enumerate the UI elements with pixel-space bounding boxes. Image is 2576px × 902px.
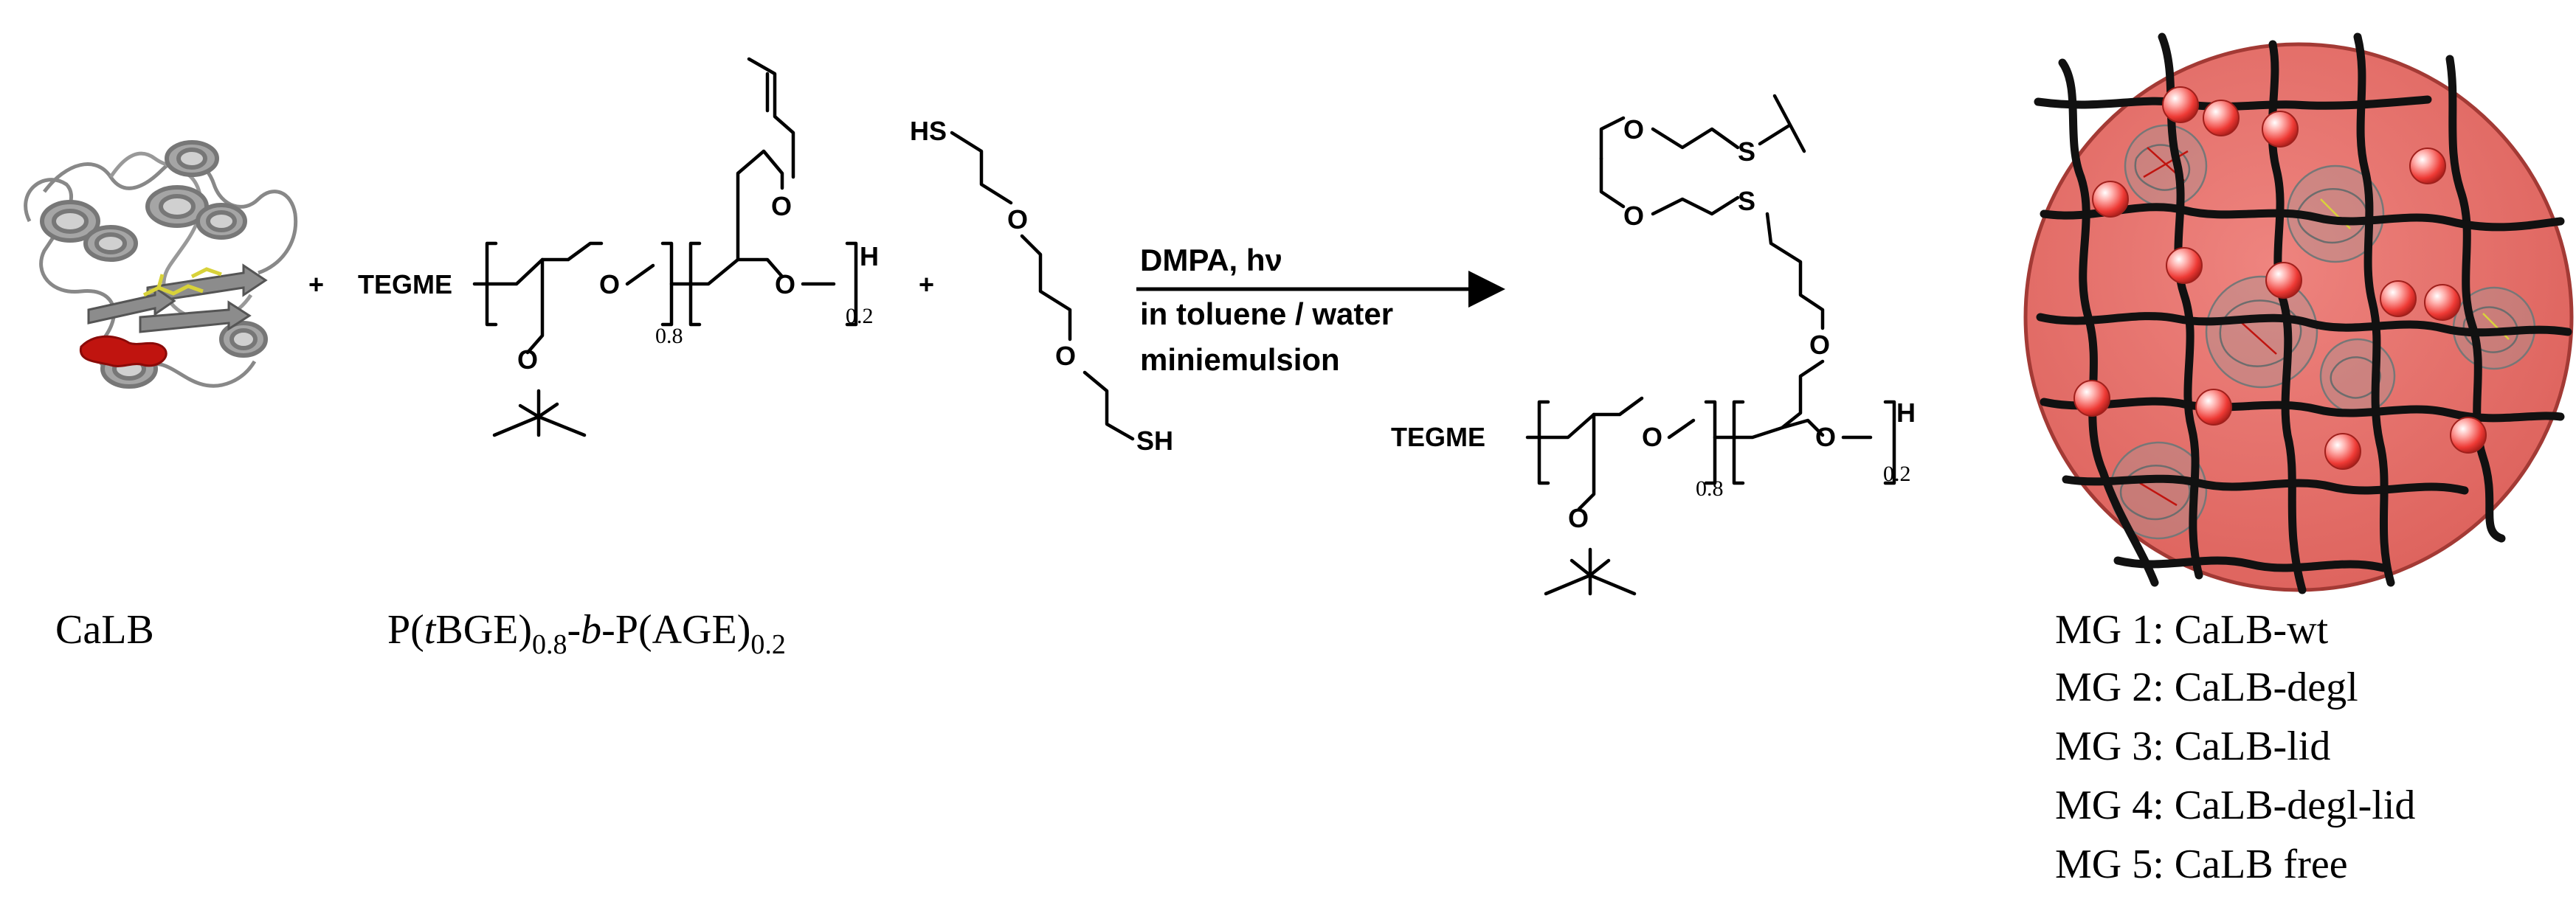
caption-polymer-sub2: 0.2: [750, 629, 786, 660]
conditions-line-2: in toluene / water: [1140, 296, 1393, 331]
o-product-ring-2: O: [1623, 201, 1644, 231]
crosslink-bead: [2073, 380, 2110, 417]
crosslink-bead: [2092, 181, 2129, 218]
h-end-2: H: [1896, 398, 1916, 428]
dithiol-structure: HS O O SH: [910, 116, 1173, 456]
crosslink-bead: [2262, 111, 2299, 148]
o-dithiol-1: O: [1007, 204, 1028, 235]
h-end-1: H: [860, 241, 879, 271]
product-subscript-0-2: 0.2: [1883, 462, 1911, 486]
crosslink-bead: [2424, 284, 2461, 321]
crosslink-bead: [2450, 417, 2487, 454]
o-product-allyl: O: [1809, 330, 1830, 360]
crosslink-bead: [2166, 247, 2203, 284]
caption-polymer-p1: P(: [387, 607, 424, 653]
microgel-sphere: [2023, 32, 2574, 594]
caption-polymer-sub1: 0.8: [532, 629, 567, 660]
o-backbone-1: O: [599, 269, 620, 299]
o-product-backbone-2: O: [1815, 422, 1836, 452]
plus-sign-1: +: [308, 269, 324, 299]
product-subscript-0-8: 0.8: [1696, 476, 1724, 501]
crosslink-bead: [2409, 148, 2446, 184]
legend-mg3: MG 3: CaLB-lid: [2055, 724, 2330, 769]
o-product-ring-1: O: [1623, 114, 1644, 145]
o-dithiol-2: O: [1055, 341, 1076, 371]
crosslink-beads: [2073, 86, 2487, 470]
crosslink-bead: [2195, 389, 2232, 426]
subscript-0-2: 0.2: [846, 304, 874, 328]
active-site-lid: [79, 335, 168, 367]
caption-polymer-b: b: [581, 607, 601, 653]
caption-polymer-dash1: -: [567, 607, 581, 653]
caption-polymer: P(tBGE)0.8-b-P(AGE)0.2: [387, 607, 786, 660]
plus-sign-2: +: [919, 269, 934, 299]
conditions-line-1: DMPA, hν: [1140, 243, 1282, 277]
legend-mg5: MG 5: CaLB free: [2055, 842, 2348, 887]
s-product-1: S: [1738, 136, 1755, 167]
microgel-legend: MG 1: CaLB-wt MG 2: CaLB-degl MG 3: CaLB…: [2055, 607, 2415, 887]
caption-calb: CaLB: [55, 607, 154, 653]
ligand-sticks: [142, 267, 222, 297]
o-backbone-2: O: [775, 269, 795, 299]
s-product-2: S: [1738, 186, 1755, 216]
o-product-backbone-1: O: [1642, 422, 1662, 452]
tegme-label-2: TEGME: [1391, 422, 1485, 452]
hs-label: HS: [910, 116, 947, 146]
legend-mg1: MG 1: CaLB-wt: [2055, 607, 2329, 653]
reaction-arrow-group: DMPA, hν in toluene / water miniemulsion: [1136, 243, 1505, 377]
crosslink-bead: [2203, 100, 2240, 136]
o-product-ether: O: [1568, 503, 1589, 533]
calb-protein-structure: [24, 140, 298, 389]
o-ether-1: O: [517, 344, 538, 375]
o-allyl-1: O: [771, 191, 792, 221]
caption-polymer-t: t: [424, 607, 437, 653]
sh-label: SH: [1136, 426, 1173, 456]
product-structure: O S O S O TEGME O O 0.8 O H 0.2: [1391, 94, 1916, 596]
subscript-0-8: 0.8: [655, 324, 683, 348]
polymer-structure: TEGME O O 0.8 O O H 0.2: [358, 57, 879, 437]
legend-mg4: MG 4: CaLB-degl-lid: [2055, 783, 2415, 828]
conditions-line-3: miniemulsion: [1140, 342, 1340, 377]
tegme-label-1: TEGME: [358, 269, 452, 299]
caption-polymer-bge: BGE): [435, 607, 532, 653]
crosslink-bead: [2162, 86, 2199, 123]
caption-polymer-dash2: -P(AGE): [601, 607, 750, 653]
crosslink-bead: [2324, 433, 2361, 470]
crosslink-bead: [2265, 262, 2302, 299]
legend-mg2: MG 2: CaLB-degl: [2055, 665, 2358, 710]
crosslink-bead: [2380, 280, 2417, 317]
